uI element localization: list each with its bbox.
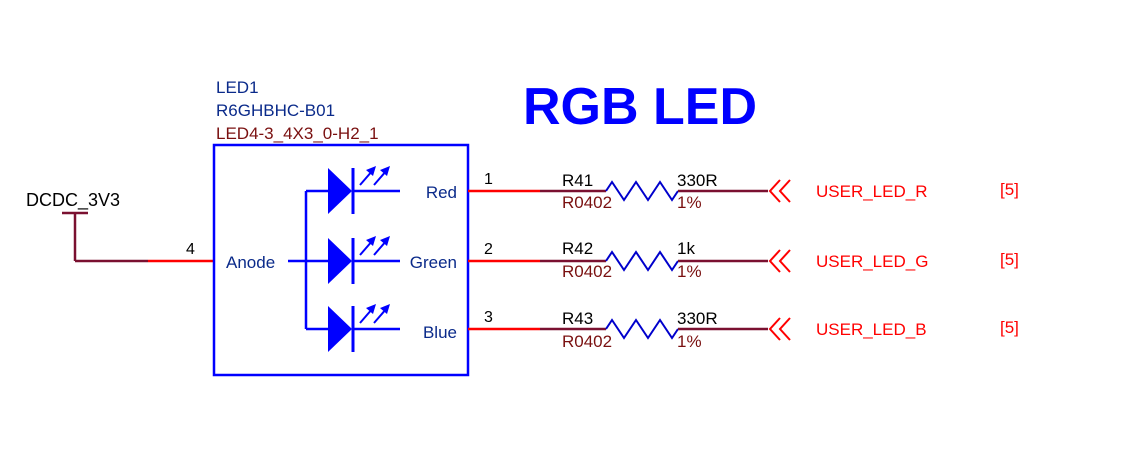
- pin-name-blue: Blue: [423, 323, 457, 342]
- led1-component[interactable]: LED1 R6GHBHC-B01 LED4-3_4X3_0-H2_1 Anode: [212, 78, 470, 377]
- offpage-connector-green-icon: [768, 249, 791, 273]
- schematic-title: RGB LED: [523, 78, 757, 136]
- resistor-tolerance-r41: 1%: [677, 193, 702, 212]
- resistor-r43-icon: [605, 318, 679, 340]
- pin-number-red: 1: [484, 171, 493, 188]
- resistor-value-r43: 330R: [677, 309, 718, 328]
- power-net-label: DCDC_3V3: [26, 190, 120, 211]
- led-diode-green-icon: [306, 236, 400, 284]
- anode-pin-number: 4: [186, 241, 195, 258]
- resistor-package-r43: R0402: [562, 332, 612, 351]
- pin-number-blue: 3: [484, 309, 493, 326]
- resistor-designator-r42: R42: [562, 239, 593, 258]
- resistor-r41-icon: [605, 180, 679, 202]
- resistor-package-r41: R0402: [562, 193, 612, 212]
- pin-name-green: Green: [410, 253, 457, 272]
- offpage-connector-blue-icon: [768, 317, 791, 341]
- resistor-designator-r41: R41: [562, 171, 593, 190]
- channel-green[interactable]: 2 R42 R0402 1k 1% USER_LED_G [5]: [468, 239, 1019, 281]
- component-part-number: R6GHBHC-B01: [216, 101, 335, 120]
- offpage-connector-red-icon: [768, 179, 791, 203]
- resistor-designator-r43: R43: [562, 309, 593, 328]
- resistor-value-r41: 330R: [677, 171, 718, 190]
- component-designator: LED1: [216, 78, 259, 97]
- page-ref-red: [5]: [1000, 180, 1019, 199]
- net-label-user-led-b: USER_LED_B: [816, 320, 927, 339]
- resistor-r42-icon: [605, 250, 679, 272]
- led-diode-blue-icon: [306, 304, 400, 352]
- anode-pin-name: Anode: [226, 253, 275, 272]
- resistor-package-r42: R0402: [562, 262, 612, 281]
- page-ref-green: [5]: [1000, 250, 1019, 269]
- resistor-tolerance-r43: 1%: [677, 332, 702, 351]
- net-label-user-led-g: USER_LED_G: [816, 252, 928, 271]
- page-ref-blue: [5]: [1000, 318, 1019, 337]
- led-diode-red-icon: [306, 166, 400, 214]
- resistor-tolerance-r42: 1%: [677, 262, 702, 281]
- resistor-value-r42: 1k: [677, 239, 695, 258]
- net-label-user-led-r: USER_LED_R: [816, 182, 928, 201]
- component-footprint: LED4-3_4X3_0-H2_1: [216, 124, 379, 143]
- channel-red[interactable]: 1 R41 R0402 330R 1% USER_LED_R [5]: [468, 171, 1019, 212]
- pin-number-green: 2: [484, 241, 493, 258]
- power-net-dcdc-3v3: DCDC_3V3 4: [26, 190, 214, 263]
- channel-blue[interactable]: 3 R43 R0402 330R 1% USER_LED_B [5]: [468, 309, 1019, 351]
- pin-name-red: Red: [426, 183, 457, 202]
